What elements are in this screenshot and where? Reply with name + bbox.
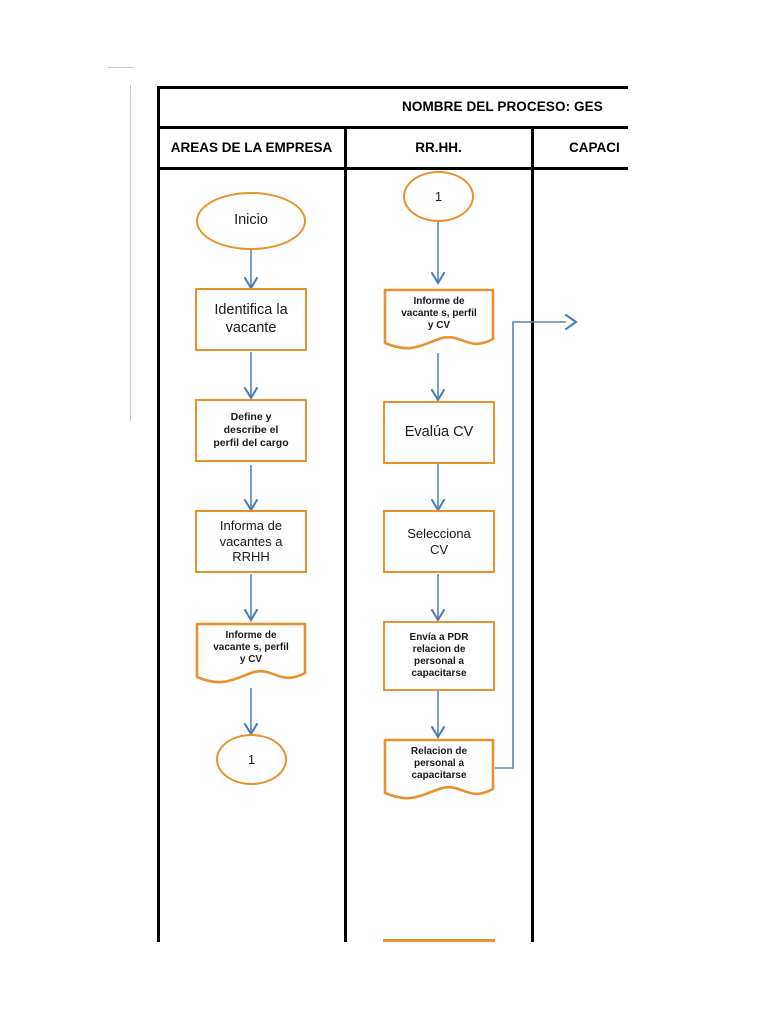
node-identifica-la-vacante-label: Identifica la vacante	[214, 301, 288, 336]
document-shape-icon	[383, 288, 495, 350]
node-identifica-la-vacante[interactable]: Identifica la vacante	[195, 288, 307, 351]
node-evalua-cv-label: Evalúa CV	[404, 423, 474, 440]
node-conector-1-entrada[interactable]: 1	[403, 171, 474, 222]
node-informa-vacantes-rrhh[interactable]: Informa de vacantes a RRHH	[195, 510, 307, 573]
node-informa-vacantes-rrhh-label: Informa de vacantes a RRHH	[219, 517, 283, 565]
lane-header-areas-de-la-empresa: AREAS DE LA EMPRESA	[170, 140, 333, 155]
node-conector-1-salida[interactable]: 1	[216, 734, 287, 785]
node-selecciona-cv-label: Selecciona CV	[407, 525, 471, 557]
document-clip-viewport: NOMBRE DEL PROCESO: GES AREAS DE LA EMPR…	[157, 86, 628, 942]
node-relacion-personal-capacitarse[interactable]: Relacion de personal a capacitarse	[383, 737, 495, 803]
lane-header-capacitacion: CAPACI	[569, 140, 620, 155]
node-inicio[interactable]: Inicio	[196, 192, 306, 250]
node-inicio-label: Inicio	[234, 212, 268, 229]
node-informe-vacantes-perfil-cv-rrhh[interactable]: Informe de vacante s, perfil y CV	[383, 287, 495, 353]
table-border-left	[157, 86, 160, 942]
table-rule-under-lane-headers	[157, 167, 628, 170]
node-define-describe-perfil[interactable]: Define y describe el perfil del cargo	[195, 399, 307, 462]
table-rule-under-title	[157, 126, 628, 129]
table-border-top	[157, 86, 628, 89]
node-evalua-cv[interactable]: Evalúa CV	[383, 401, 495, 464]
document-shape-icon	[383, 738, 495, 800]
node-informe-vacantes-perfil-cv-rrhh-label: Informe de vacante s, perfil y CV	[401, 295, 477, 332]
node-selecciona-cv[interactable]: Selecciona CV	[383, 510, 495, 573]
node-informe-vacantes-perfil-cv-areas[interactable]: Informe de vacante s, perfil y CV	[195, 621, 307, 687]
margin-guide-vertical	[130, 85, 132, 421]
node-envia-pdr-relacion-personal-label: Envía a PDR relacion de personal a capac…	[409, 631, 469, 680]
node-envia-pdr-relacion-personal[interactable]: Envía a PDR relacion de personal a capac…	[383, 621, 495, 691]
node-conector-1-salida-label: 1	[247, 751, 256, 767]
node-informe-vacantes-perfil-cv-areas-label: Informe de vacante s, perfil y CV	[213, 629, 289, 666]
page-title: NOMBRE DEL PROCESO: GES	[402, 99, 603, 114]
margin-guide-stub	[108, 67, 134, 69]
node-conector-1-entrada-label: 1	[434, 188, 443, 204]
lane-divider-rrhh-capacitacion	[531, 126, 534, 942]
node-relacion-personal-capacitarse-label: Relacion de personal a capacitarse	[410, 745, 468, 782]
node-partial-bottom-edge	[383, 939, 495, 942]
lane-header-rrhh: RR.HH.	[415, 140, 462, 155]
document-shape-icon	[195, 622, 307, 684]
lane-divider-areas-rrhh	[344, 126, 347, 942]
node-define-describe-perfil-label: Define y describe el perfil del cargo	[213, 411, 289, 449]
